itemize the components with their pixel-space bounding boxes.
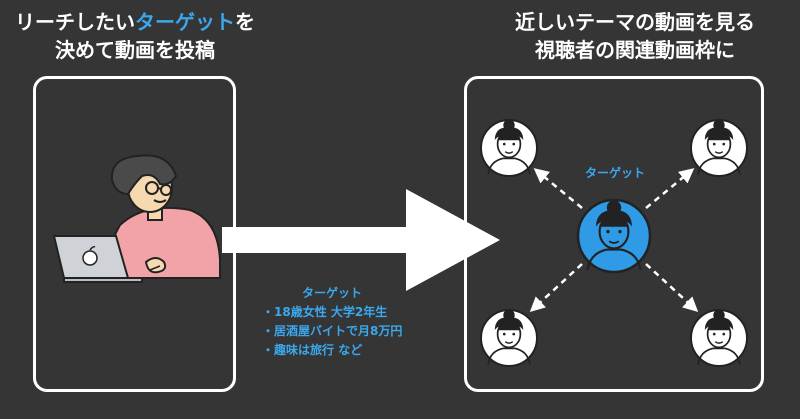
right-heading-line1: 近しいテーマの動画を見る [515, 10, 755, 34]
person-with-laptop-illustration [52, 154, 221, 283]
arrow-bottom-left [529, 263, 583, 313]
center-target-label: ターゲット [584, 166, 645, 180]
target-info-item: 18歳女性 大学2年生 [262, 303, 452, 322]
related-viewers-network [480, 118, 748, 367]
right-heading-line2: 視聴者の関連動画枠に [535, 38, 735, 62]
target-info-title: ターゲット [301, 286, 362, 300]
arrow-bottom-right [645, 263, 699, 313]
target-info: ターゲット 18歳女性 大学2年生 居酒屋バイトで月8万円 趣味は旅行 など [262, 284, 452, 360]
target-info-list: 18歳女性 大学2年生 居酒屋バイトで月8万円 趣味は旅行 など [262, 303, 452, 360]
arrow-top-left [533, 168, 583, 209]
target-node-center [576, 198, 652, 274]
viewer-node-top-right [690, 118, 748, 177]
right-heading: 近しいテーマの動画を見る 視聴者の関連動画枠に [470, 8, 800, 64]
viewer-node-top-left [480, 118, 538, 177]
left-heading-line2: 決めて動画を投稿 [55, 38, 215, 62]
arrow-top-right [645, 168, 695, 209]
viewer-node-bottom-left [480, 308, 538, 367]
target-info-item: 趣味は旅行 など [262, 341, 452, 360]
right-arrow-icon [222, 189, 500, 291]
target-info-item: 居酒屋バイトで月8万円 [262, 322, 452, 341]
highlight-target: ターゲット [135, 10, 235, 34]
left-heading-line1: リーチしたいターゲットを [15, 10, 255, 34]
viewer-node-bottom-right [690, 308, 748, 367]
left-heading: リーチしたいターゲットを 決めて動画を投稿 [0, 8, 270, 64]
